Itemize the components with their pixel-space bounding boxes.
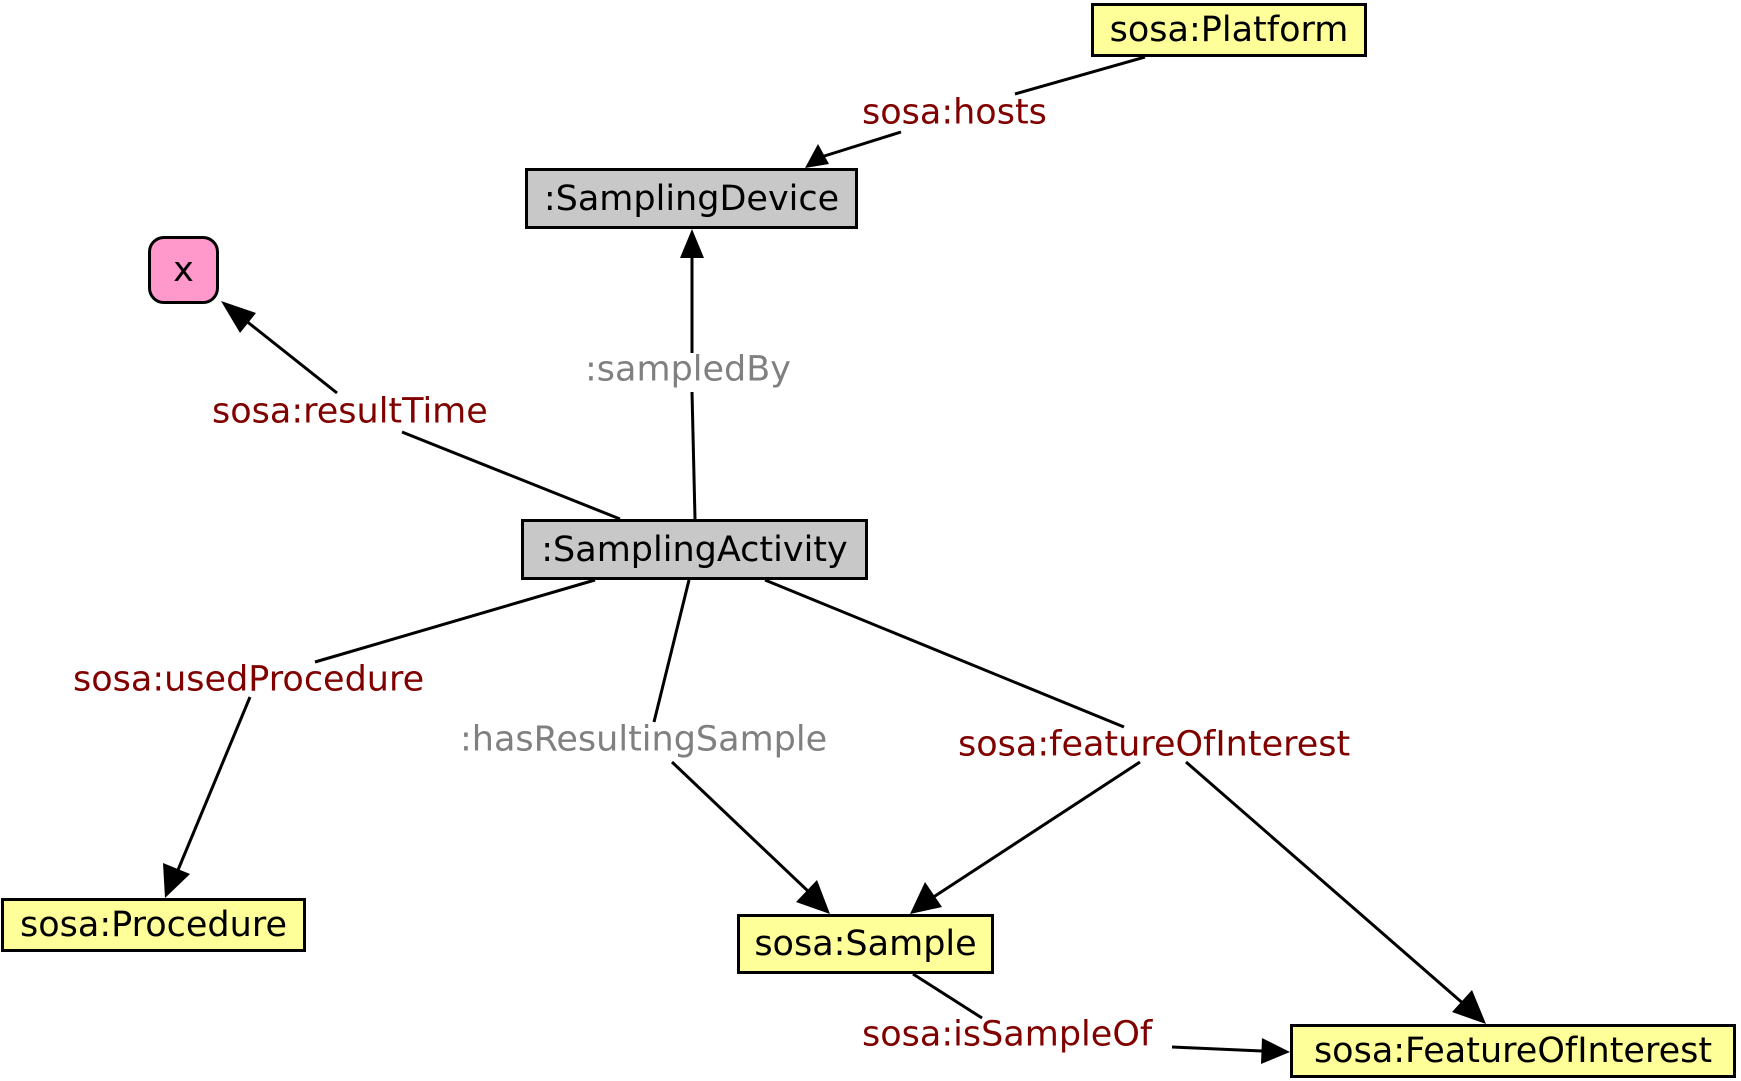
arrowhead-issampleof: [1261, 1038, 1290, 1064]
arrowhead-usedprocedure: [163, 863, 190, 898]
edge-label-issampleof: sosa:isSampleOf: [862, 1014, 1153, 1055]
node-label: :SamplingActivity: [541, 529, 848, 570]
edge-label-sampledby: :sampledBy: [585, 349, 791, 390]
node-platform[interactable]: sosa:Platform: [1091, 3, 1367, 57]
edge-label-hasresultingsample: :hasResultingSample: [460, 719, 828, 760]
edge-sampledby: [680, 229, 704, 520]
arrowhead-featureofinterest-foi: [1452, 990, 1486, 1024]
edge-featureofinterest: [764, 578, 1486, 1024]
arrowhead-sampledby: [680, 229, 704, 258]
node-label: sosa:FeatureOfInterest: [1313, 1031, 1713, 1071]
node-label: x: [173, 250, 194, 290]
node-procedure[interactable]: sosa:Procedure: [1, 898, 306, 952]
edge-hosts: [805, 55, 1146, 168]
node-x-literal[interactable]: x: [148, 236, 219, 304]
edge-label-hosts: sosa:hosts: [862, 92, 1047, 133]
arrowhead-featureofinterest-sample: [910, 882, 942, 914]
edge-label-resulttime: sosa:resultTime: [212, 391, 488, 432]
node-label: sosa:Procedure: [20, 905, 287, 945]
node-label: :SamplingDevice: [543, 178, 840, 219]
node-samplingdevice[interactable]: :SamplingDevice: [525, 168, 858, 229]
arrowhead-hosts: [805, 144, 829, 168]
node-featureofinterest[interactable]: sosa:FeatureOfInterest: [1290, 1024, 1736, 1078]
edge-label-featureofinterest: sosa:featureOfInterest: [958, 724, 1351, 765]
node-samplingactivity[interactable]: :SamplingActivity: [521, 519, 868, 580]
edge-label-usedprocedure: sosa:usedProcedure: [73, 659, 425, 700]
arrowhead-hasresultingsample: [796, 880, 830, 914]
edge-hasresultingsample: [652, 579, 830, 914]
node-label: sosa:Platform: [1109, 10, 1349, 50]
edge-issampleof: [912, 972, 1290, 1064]
edge-resulttime: [221, 301, 621, 521]
edge-usedprocedure: [163, 578, 596, 898]
node-label: sosa:Sample: [754, 924, 977, 964]
arrowhead-resulttime: [221, 301, 256, 333]
node-sample[interactable]: sosa:Sample: [737, 914, 994, 974]
